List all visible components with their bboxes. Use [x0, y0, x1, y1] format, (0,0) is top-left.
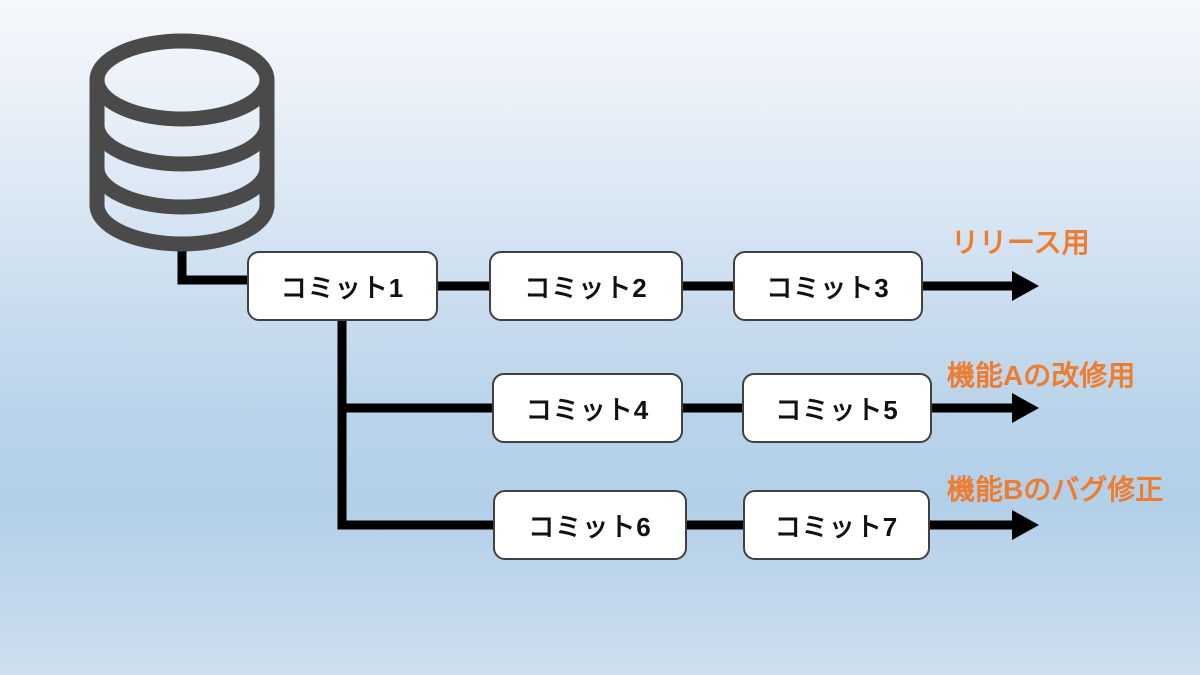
- branch-label-feature-a: 機能Aの改修用: [947, 360, 1136, 391]
- db-connector-line: [177, 240, 248, 285]
- commit-node-3: コミット3: [733, 251, 923, 321]
- commit-node-1: コミット1: [247, 251, 438, 321]
- commit-node-4: コミット4: [492, 373, 683, 443]
- branch-label-release: リリース用: [951, 227, 1090, 258]
- commit-node-7: コミット7: [743, 490, 930, 560]
- release-arrowhead-icon: [1012, 271, 1039, 301]
- branch-trunk-line: [337, 318, 496, 530]
- commit-node-6: コミット6: [493, 490, 687, 560]
- featureB-arrowhead-icon: [1012, 510, 1039, 540]
- branch-label-feature-b: 機能Bのバグ修正: [947, 474, 1164, 505]
- commit-node-5: コミット5: [742, 373, 932, 443]
- featureA-arrowhead-icon: [1012, 393, 1039, 423]
- database-icon: [89, 33, 275, 252]
- commit-node-2: コミット2: [489, 251, 683, 321]
